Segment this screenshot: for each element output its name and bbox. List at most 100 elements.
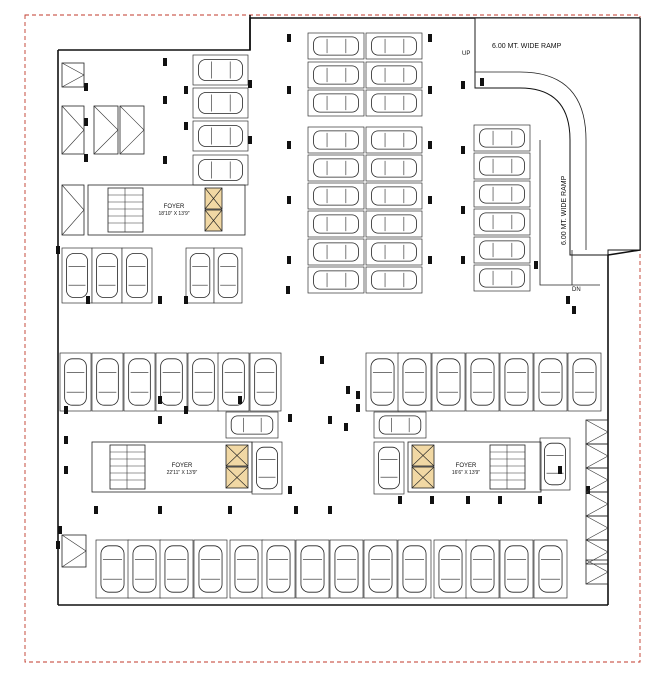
column xyxy=(84,154,88,162)
parking-stall xyxy=(295,539,330,599)
parking-stall xyxy=(307,32,365,60)
column xyxy=(428,196,432,204)
column xyxy=(461,81,465,89)
parking-stall xyxy=(307,61,365,89)
parking-stall xyxy=(307,126,365,154)
car-icon xyxy=(334,545,359,593)
column xyxy=(428,34,432,42)
hatched-shaft xyxy=(93,105,119,155)
parking-stall xyxy=(473,236,531,264)
column xyxy=(356,391,360,399)
parking-stall xyxy=(123,352,156,412)
car-icon xyxy=(313,130,359,150)
parking-stall xyxy=(499,352,534,412)
foyer-3-size: 16'6" X 13'9" xyxy=(452,470,480,476)
parking-stall xyxy=(473,152,531,180)
parking-stall xyxy=(365,61,423,89)
car-icon xyxy=(371,186,417,206)
parking-stall xyxy=(59,352,92,412)
parking-stall xyxy=(473,180,531,208)
parking-stall xyxy=(473,124,531,152)
car-icon xyxy=(438,545,463,593)
car-icon xyxy=(132,545,157,593)
parking-stall xyxy=(465,539,500,599)
car-icon xyxy=(371,158,417,178)
column xyxy=(398,496,402,504)
foyer-3-name: FOYER xyxy=(456,463,477,469)
hatched-shaft xyxy=(585,419,609,445)
parking-stall xyxy=(373,441,405,495)
car-icon xyxy=(479,156,525,176)
stair-2 xyxy=(110,445,145,489)
column xyxy=(461,146,465,154)
car-icon xyxy=(313,93,359,113)
column xyxy=(184,122,188,130)
car-icon xyxy=(313,242,359,262)
column xyxy=(566,296,570,304)
column xyxy=(480,78,484,86)
parking-stall xyxy=(373,411,427,439)
car-icon xyxy=(479,128,525,148)
car-icon xyxy=(538,358,563,406)
column xyxy=(586,486,590,494)
parking-stall xyxy=(365,182,423,210)
parking-stall xyxy=(127,539,162,599)
car-icon xyxy=(470,545,495,593)
parking-stall xyxy=(159,539,194,599)
parking-stall xyxy=(225,411,279,439)
column xyxy=(287,86,291,94)
car-icon xyxy=(436,358,461,406)
parking-stall xyxy=(192,54,249,86)
parking-stall xyxy=(365,154,423,182)
column xyxy=(538,496,542,504)
car-icon xyxy=(368,545,393,593)
hatched-shaft xyxy=(585,515,609,541)
parking-stall xyxy=(251,441,283,495)
parking-stall xyxy=(473,208,531,236)
parking-stall xyxy=(365,126,423,154)
parking-stall xyxy=(91,352,124,412)
car-icon xyxy=(96,358,119,406)
car-icon xyxy=(479,240,525,260)
column xyxy=(461,256,465,264)
car-icon xyxy=(402,545,427,593)
column xyxy=(86,296,90,304)
hatched-shaft xyxy=(585,491,609,517)
parking-stall xyxy=(192,87,249,119)
column xyxy=(184,296,188,304)
parking-stall xyxy=(307,154,365,182)
parking-stall xyxy=(473,264,531,292)
column xyxy=(344,423,348,431)
ramp-dn-label: DN xyxy=(572,287,581,293)
hatched-shaft xyxy=(61,62,85,88)
column xyxy=(286,286,290,294)
parking-stall xyxy=(192,120,249,152)
column xyxy=(64,436,68,444)
site-boundary xyxy=(24,14,641,663)
car-icon xyxy=(313,186,359,206)
column xyxy=(466,496,470,504)
parking-stall xyxy=(365,352,400,412)
foyer-1 xyxy=(87,184,246,236)
car-icon xyxy=(313,158,359,178)
car-icon xyxy=(313,65,359,85)
car-icon xyxy=(126,253,148,298)
car-icon xyxy=(256,446,278,490)
parking-stall xyxy=(533,352,568,412)
car-icon xyxy=(128,358,151,406)
column xyxy=(287,196,291,204)
car-icon xyxy=(96,253,118,298)
parking-stall xyxy=(307,266,365,294)
car-icon xyxy=(572,358,597,406)
column xyxy=(158,506,162,514)
parking-stall xyxy=(261,539,296,599)
column xyxy=(56,246,60,254)
car-icon xyxy=(479,212,525,232)
stair-1 xyxy=(108,188,143,232)
parking-stall xyxy=(397,352,432,412)
column xyxy=(58,526,62,534)
column xyxy=(430,496,434,504)
column xyxy=(461,206,465,214)
service-shafts xyxy=(61,62,609,585)
